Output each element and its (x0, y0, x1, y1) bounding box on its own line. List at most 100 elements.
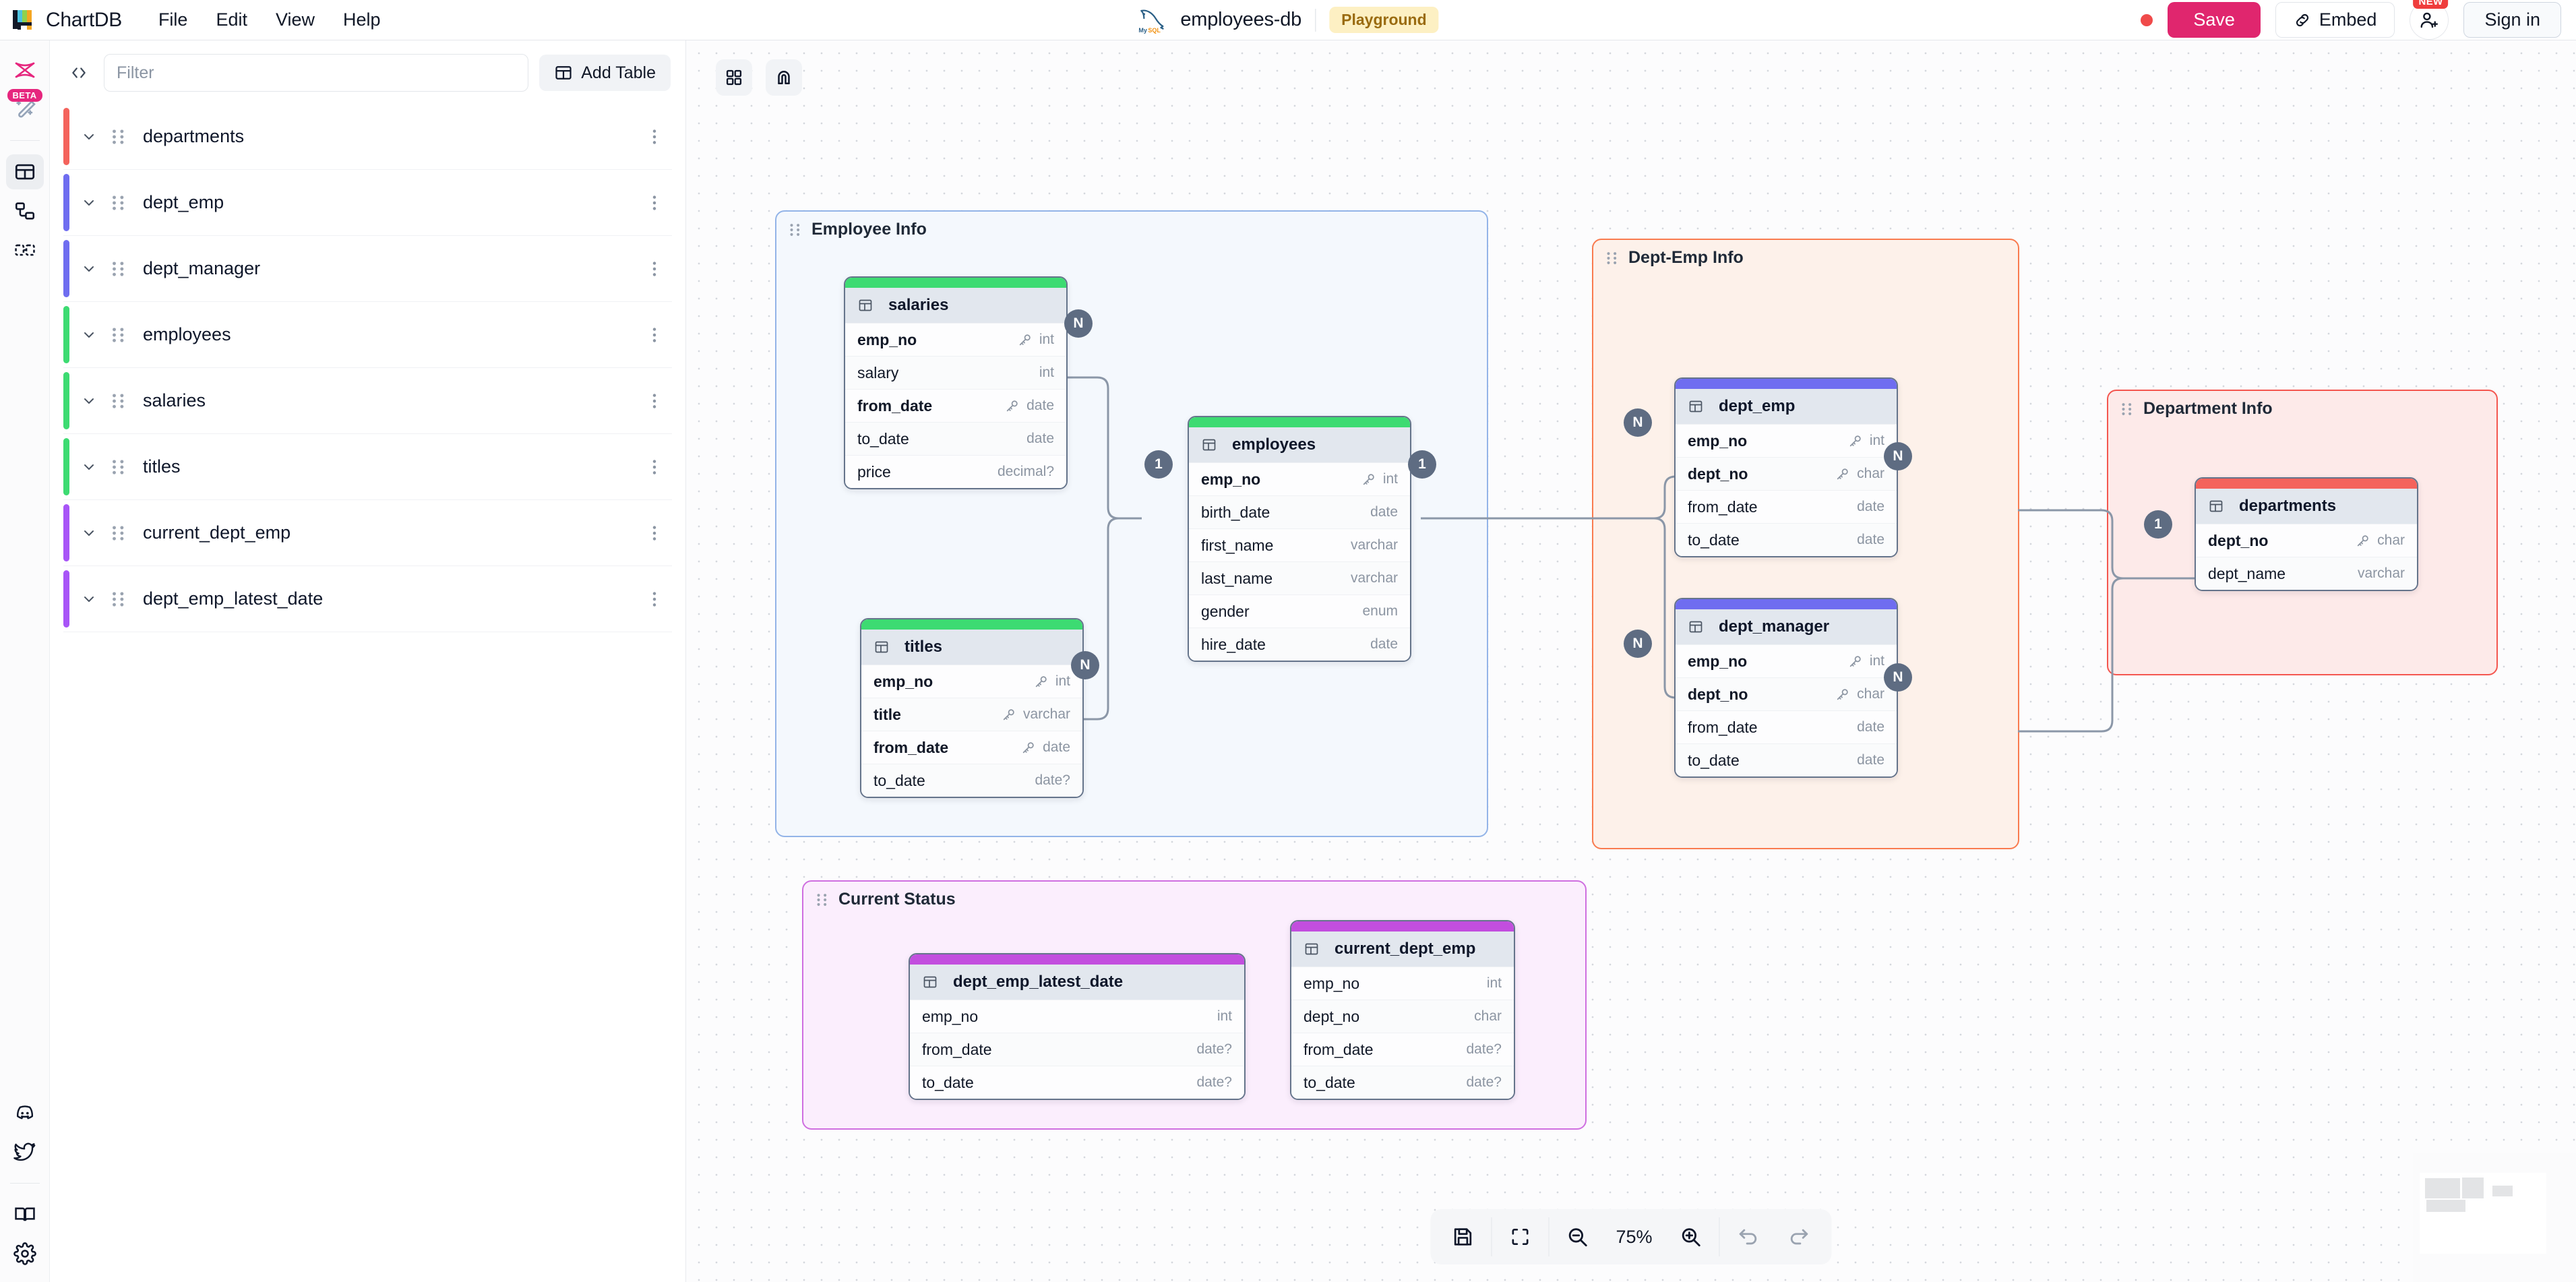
list-item[interactable]: employees (63, 302, 672, 368)
table-header[interactable]: dept_emp_latest_date (910, 965, 1244, 1000)
list-item[interactable]: departments (63, 104, 672, 170)
brand[interactable]: ChartDB (12, 9, 122, 32)
add-table-button[interactable]: Add Table (539, 55, 671, 91)
search-input[interactable] (104, 54, 529, 92)
list-item[interactable]: dept_emp (63, 170, 672, 236)
embed-button[interactable]: Embed (2275, 1, 2395, 38)
expand-toggle[interactable] (81, 525, 97, 541)
menu-help[interactable]: Help (343, 9, 381, 30)
drag-handle[interactable] (112, 194, 125, 212)
table-header[interactable]: salaries (845, 288, 1066, 323)
rail-item-settings[interactable] (6, 1236, 44, 1271)
drag-handle[interactable] (112, 590, 125, 608)
rail-item-tables[interactable] (5, 154, 44, 189)
rail-item-discord[interactable] (6, 1095, 44, 1130)
expand-toggle[interactable] (81, 261, 97, 277)
drag-handle[interactable] (112, 128, 125, 146)
drag-handle[interactable] (112, 260, 125, 278)
table-header[interactable]: dept_emp (1676, 389, 1897, 424)
list-item[interactable]: dept_manager (63, 236, 672, 302)
table-header[interactable]: dept_manager (1676, 609, 1897, 644)
table-header[interactable]: titles (861, 630, 1082, 665)
zoom-level[interactable]: 75% (1616, 1226, 1653, 1247)
row-options-button[interactable] (648, 458, 661, 477)
expand-toggle[interactable] (81, 327, 97, 343)
expand-toggle[interactable] (81, 393, 97, 409)
rail-item-chartdb-logo[interactable] (6, 53, 44, 88)
drag-handle[interactable] (112, 524, 125, 542)
row-options-button[interactable] (648, 590, 661, 609)
rail-item-docs[interactable] (6, 1197, 44, 1232)
row-options-button[interactable] (648, 127, 661, 146)
redo-button[interactable] (1774, 1216, 1825, 1258)
expand-toggle[interactable] (81, 195, 97, 211)
table-header[interactable]: departments (2196, 489, 2417, 524)
menu-file[interactable]: File (158, 9, 188, 30)
expand-toggle[interactable] (81, 129, 97, 145)
row-options-button[interactable] (648, 392, 661, 410)
row-options-button[interactable] (648, 524, 661, 543)
grid-toggle-button[interactable] (716, 59, 752, 96)
list-item[interactable]: titles (63, 434, 672, 500)
rail-item-twitter[interactable] (6, 1134, 44, 1169)
menu-view[interactable]: View (275, 9, 315, 30)
minimap[interactable] (2413, 1153, 2576, 1282)
fit-view-button[interactable] (1495, 1216, 1546, 1258)
row-options-button[interactable] (648, 193, 661, 212)
rail-item-dependencies[interactable] (6, 233, 44, 268)
zoom-in-button[interactable] (1665, 1216, 1717, 1258)
undo-button[interactable] (1723, 1216, 1774, 1258)
save-diagram-button[interactable] (1438, 1216, 1489, 1258)
row-options-button[interactable] (648, 260, 661, 278)
drag-handle[interactable] (112, 326, 125, 344)
list-item[interactable]: salaries (63, 368, 672, 434)
zoom-out-button[interactable] (1552, 1216, 1603, 1258)
drag-handle[interactable] (112, 458, 125, 476)
collapse-panel-button[interactable] (65, 61, 93, 84)
sign-in-button[interactable]: Sign in (2463, 1, 2561, 38)
list-item[interactable]: current_dept_emp (63, 500, 672, 566)
menu-edit[interactable]: Edit (216, 9, 247, 30)
rail-item-ai-assistant[interactable]: BETA (6, 89, 44, 127)
drag-handle[interactable] (112, 392, 125, 410)
expand-toggle[interactable] (81, 591, 97, 607)
expand-toggle[interactable] (81, 459, 97, 475)
table-header[interactable]: current_dept_emp (1291, 932, 1514, 967)
rail-item-relationships[interactable] (6, 193, 44, 228)
